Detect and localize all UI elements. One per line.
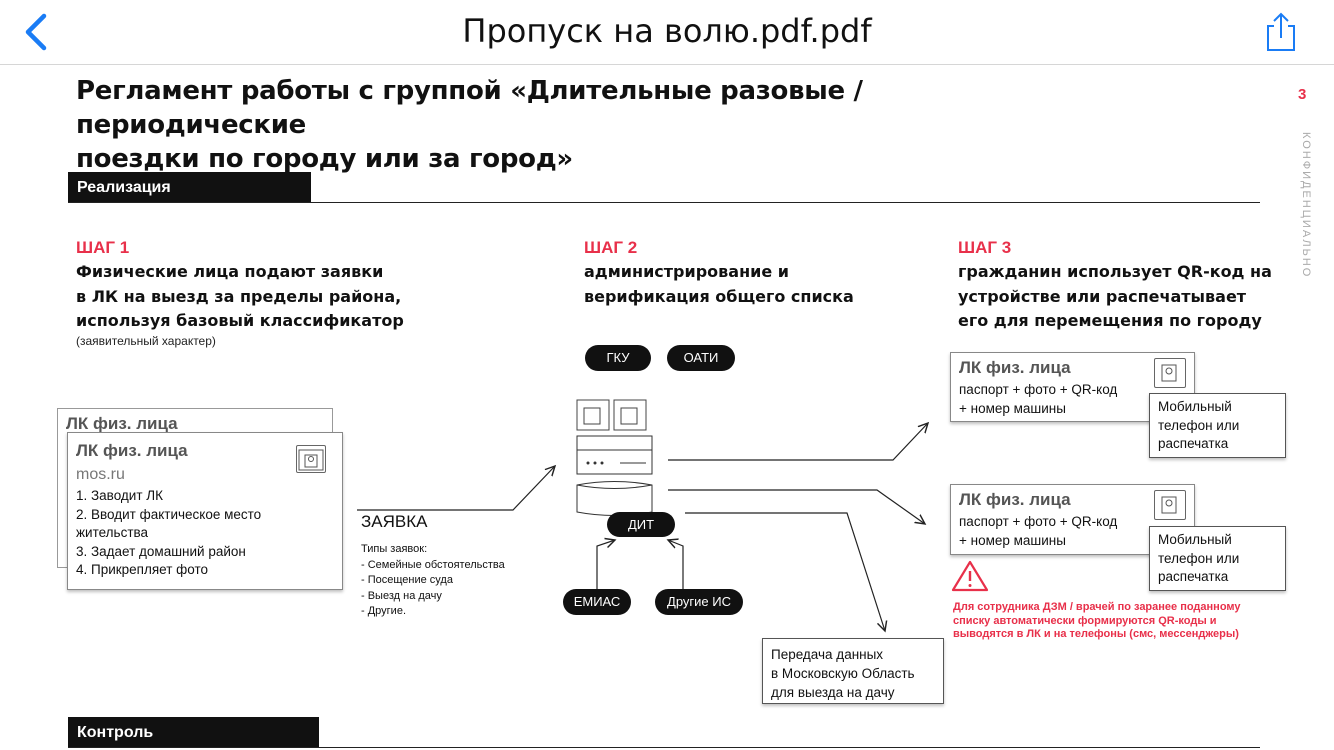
output-card-line: + номер машины	[959, 532, 1066, 548]
device-line: телефон или	[1158, 417, 1240, 433]
step2-line: верификация общего списка	[584, 286, 854, 306]
output-card-line: паспорт + фото + QR-код	[959, 382, 1118, 397]
device-line: Мобильный	[1158, 532, 1232, 547]
device-box-1: Мобильный телефон или распечатка	[1149, 393, 1286, 458]
request-type: - Семейные обстоятельства	[361, 558, 505, 571]
step3-line: устройстве или распечатывает	[958, 286, 1247, 306]
warning-triangle-icon	[951, 560, 989, 592]
lk-card-step: 3. Задает домашний район	[76, 543, 246, 559]
nav-bar: Пропуск на волю.pdf.pdf	[0, 0, 1334, 64]
request-title: ЗАЯВКА	[361, 512, 428, 531]
lk-card-step: 1. Заводит ЛК	[76, 488, 163, 503]
section-rule	[68, 202, 1260, 203]
device-line: распечатка	[1158, 569, 1229, 584]
lk-card-front: ЛК физ. лица mos.ru 1. Заводит ЛК 2. Вво…	[67, 432, 343, 590]
request-type: - Посещение суда	[361, 574, 453, 586]
document-title: Пропуск на волю.pdf.pdf	[462, 12, 872, 50]
heading-line-2: поездки по городу или за город»	[76, 144, 573, 174]
request-type: - Другие.	[361, 605, 406, 617]
arrow-dit-to-transfer	[685, 512, 885, 631]
pdf-page[interactable]: Регламент работы с группой «Длительные р…	[0, 66, 1334, 750]
oati-pill: ОАТИ	[667, 345, 735, 371]
back-button[interactable]	[20, 10, 54, 54]
id-card-icon	[296, 445, 326, 473]
other-systems-pill: Другие ИС	[655, 589, 743, 615]
flow-connectors	[357, 66, 1334, 750]
step1-note: (заявительный характер)	[76, 334, 216, 348]
arrow-dit-to-output1	[668, 423, 928, 461]
id-card-icon	[1154, 358, 1186, 388]
emias-pill: ЕМИАС	[563, 589, 631, 615]
section-realization-bar: Реализация	[68, 172, 311, 203]
chevron-left-icon	[25, 13, 47, 51]
lk-card-step: 2. Вводит фактическое место	[76, 506, 262, 522]
id-card-icon	[1154, 490, 1186, 520]
section-control-bar: Контроль	[68, 717, 319, 748]
warning-text: Для сотрудника ДЗМ / врачей по заранее п…	[953, 601, 1283, 642]
gku-pill: ГКУ	[585, 345, 651, 371]
step3-line: его для перемещения по городу	[958, 311, 1262, 330]
lk-card-step: 4. Прикрепляет фото	[76, 562, 209, 577]
transfer-line: в Московскую Область	[771, 666, 915, 681]
warning-line: Для сотрудника ДЗМ / врачей по заранее п…	[953, 601, 1241, 613]
device-line: Мобильный	[1158, 399, 1232, 414]
step3-label: ШАГ 3	[958, 238, 1012, 257]
step2-description: администрирование и верификация общего с…	[584, 260, 924, 309]
step3-line: гражданин использует QR-код на	[958, 262, 1272, 281]
lk-card-subtitle: mos.ru	[76, 466, 125, 483]
output-card-lines: паспорт + фото + QR-код + номер машины	[959, 513, 1117, 550]
page-number: 3	[1298, 86, 1307, 103]
step2-label: ШАГ 2	[584, 238, 638, 257]
page-heading: Регламент работы с группой «Длительные р…	[76, 74, 1076, 176]
output-card-line: + номер машины	[959, 400, 1066, 416]
lk-card-steps: 1. Заводит ЛК 2. Вводит фактическое мест…	[76, 487, 336, 580]
device-line: телефон или	[1158, 550, 1240, 566]
step1-line: Физические лица подают заявки	[76, 262, 384, 281]
arrow-emias-to-dit	[596, 540, 615, 589]
confidential-label: КОНФИДЕНЦИАЛЬНО	[1300, 132, 1312, 279]
output-card-title: ЛК физ. лица	[959, 358, 1071, 377]
step1-description: Физические лица подают заявки в ЛК на вы…	[76, 260, 456, 334]
arrow-other-to-dit	[668, 540, 684, 589]
section-rule	[68, 747, 1260, 748]
output-card-lines: паспорт + фото + QR-код + номер машины	[959, 381, 1117, 418]
arrow-request-to-dit	[357, 466, 555, 511]
step2-line: администрирование и	[584, 262, 789, 281]
dit-pill: ДИТ	[607, 512, 675, 537]
step1-line: в ЛК на выезд за пределы района,	[76, 286, 402, 306]
share-icon	[1267, 12, 1295, 51]
lk-card-front-title: ЛК физ. лица	[76, 441, 188, 460]
lk-card-back-title: ЛК физ. лица	[66, 414, 178, 433]
step3-description: гражданин использует QR-код на устройств…	[958, 260, 1288, 334]
transfer-line: для выезда на дачу	[771, 685, 895, 700]
request-types-label: Типы заявок:	[361, 543, 428, 555]
share-button[interactable]	[1262, 10, 1300, 54]
heading-line-1: Регламент работы с группой «Длительные р…	[76, 76, 863, 140]
lk-card-step: жительства	[76, 525, 149, 540]
request-type: - Выезд на дачу	[361, 589, 442, 602]
device-line: распечатка	[1158, 436, 1229, 451]
device-box-2: Мобильный телефон или распечатка	[1149, 526, 1286, 591]
transfer-box: Передача данных в Московскую Область для…	[762, 638, 944, 704]
step1-label: ШАГ 1	[76, 238, 130, 257]
server-icon	[576, 399, 653, 516]
step1-line: используя базовый классификатор	[76, 311, 404, 330]
output-card-title: ЛК физ. лица	[959, 490, 1071, 509]
request-types: Типы заявок: - Семейные обстоятельства -…	[361, 542, 505, 620]
arrow-dit-to-output2	[668, 489, 925, 524]
warning-line: выводятся в ЛК и на телефоны (смс, мессе…	[953, 628, 1239, 640]
warning-line: списку автоматически формируются QR-коды…	[953, 614, 1217, 627]
transfer-line: Передача данных	[771, 647, 884, 662]
nav-divider	[0, 64, 1334, 65]
output-card-line: паспорт + фото + QR-код	[959, 514, 1118, 529]
